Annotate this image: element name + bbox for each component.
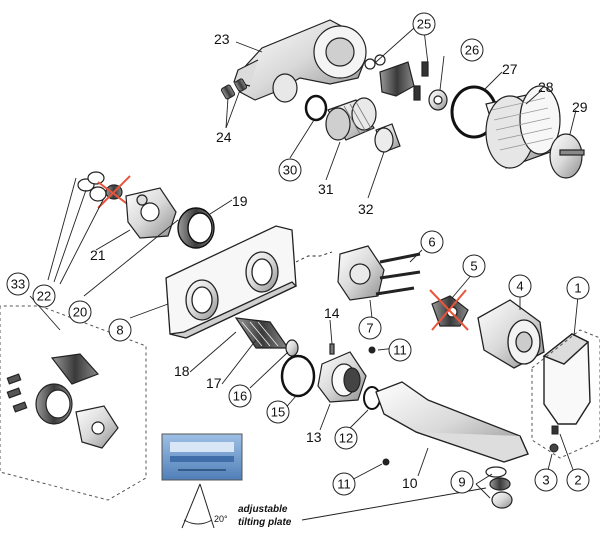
aerator-part-9 [485,466,513,509]
callout-16: 16 [228,384,252,408]
mounting-body-part-23 [233,19,367,103]
svg-text:30: 30 [283,163,297,178]
callout-27: 27 [502,61,518,77]
screws-part-24 [220,78,248,100]
callout-32: 32 [358,201,374,217]
callout-7: 7 [358,316,382,340]
callout-21: 21 [90,247,106,263]
washer-part-16 [285,339,299,357]
svg-text:2: 2 [574,473,581,488]
inset-label-line2: tilting plate [238,517,292,528]
callout-2: 2 [566,468,590,492]
dashed-outline-handle-group [531,329,600,459]
svg-text:7: 7 [366,321,373,336]
struck-through-part-5-mark [429,289,469,331]
spindle-part-17 [234,317,290,349]
tilting-plate-inset [161,433,243,529]
callout-6: 6 [420,230,444,254]
struck-through-seal-mark [97,175,131,209]
callout-12: 12 [334,426,358,450]
cartridge-part-25 [364,54,429,101]
spindle-part-31 [325,97,377,141]
callout-33: 33 [6,272,30,296]
screw-part-2 [551,425,559,435]
nut-part-26 [428,89,448,111]
svg-text:11: 11 [393,343,407,358]
inset-label-line1: adjustable [238,504,288,515]
callout-22: 22 [32,284,56,308]
svg-text:9: 9 [458,475,465,490]
callout-24: 24 [216,129,232,145]
svg-text:20: 20 [73,305,87,320]
svg-text:6: 6 [428,235,435,250]
ring-part-19 [177,207,215,249]
cover-plate-part-8 [165,225,298,339]
svg-text:25: 25 [417,17,431,32]
cover-part-13 [317,351,367,403]
callout-10: 10 [402,475,418,491]
cap-part-29 [549,133,585,179]
leader-lines [29,27,579,499]
svg-text:16: 16 [233,389,247,404]
callout-18: 18 [174,363,190,379]
callout-25: 25 [412,12,436,36]
callout-17: 17 [206,375,222,391]
callout-3: 3 [534,468,558,492]
callout-11-upper: 11 [388,338,412,362]
screw-part-3 [549,443,559,453]
svg-text:4: 4 [516,279,523,294]
svg-text:22: 22 [37,289,51,304]
svg-text:3: 3 [542,473,549,488]
svg-text:15: 15 [271,405,285,420]
screws-part-6 [375,252,421,296]
callout-31: 31 [318,181,334,197]
svg-text:5: 5 [470,259,477,274]
callout-26: 26 [460,38,484,62]
svg-text:11: 11 [337,477,351,492]
callout-19: 19 [232,193,248,209]
callout-5: 5 [462,254,486,278]
pin-part-14 [329,343,335,355]
callout-29: 29 [572,99,588,115]
svg-text:33: 33 [11,277,25,292]
callout-8: 8 [108,318,132,342]
adapter-part-32 [374,123,401,153]
o-ring-part-15 [280,354,316,398]
group-33-parts [6,353,119,449]
callout-11-lower: 11 [332,472,356,496]
o-rings-part-22 [77,171,123,202]
callout-20: 20 [68,300,92,324]
set-screw-part-11 [368,346,390,466]
callout-13: 13 [306,429,322,445]
svg-text:1: 1 [574,281,581,296]
callout-1: 1 [566,276,590,300]
handle-part-1 [542,333,591,425]
callout-14: 14 [324,305,340,321]
callout-15: 15 [266,400,290,424]
inset-angle-label: 20° [214,514,228,524]
callout-30: 30 [278,158,302,182]
svg-text:26: 26 [465,43,479,58]
svg-text:12: 12 [339,431,353,446]
sleeve-part-28 [485,85,561,169]
inset-pointer-line [301,487,487,521]
callout-9: 9 [450,470,474,494]
diverter-part-7 [337,245,385,301]
handle-sleeve-part-4 [477,299,545,369]
callout-4: 4 [508,274,532,298]
callout-23: 23 [214,31,230,47]
spout-part-10 [375,381,529,463]
o-ring-part-30 [304,94,328,122]
cartridge-part-21 [125,187,177,239]
svg-text:8: 8 [116,323,123,338]
callout-28: 28 [538,79,554,95]
